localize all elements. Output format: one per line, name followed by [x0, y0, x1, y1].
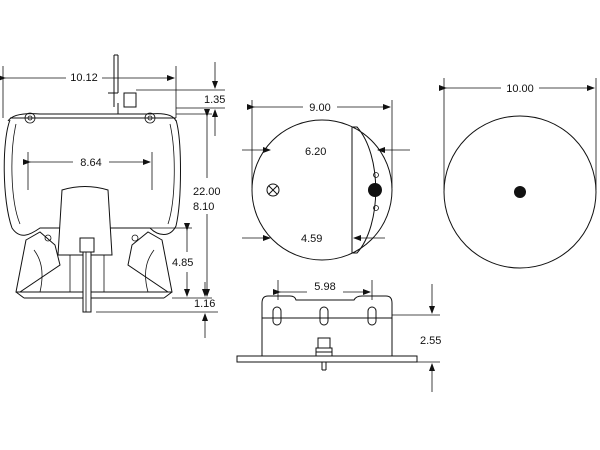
- side-top-stud: [123, 92, 137, 108]
- bracket-slot-center: [319, 306, 329, 326]
- dim-inner-width: 8.64: [80, 157, 101, 169]
- dim-stud-length: 1.16: [194, 298, 215, 310]
- bracket-slot-right: [367, 306, 377, 326]
- bracket-view: 5.98 2.55: [236, 279, 441, 392]
- bottom-stud-dot: [514, 186, 526, 198]
- top-stud-dot: [368, 183, 382, 197]
- dim-bracket-height: 2.55: [420, 335, 441, 347]
- dim-bottom-diameter: 10.00: [506, 83, 534, 95]
- side-bottom-stud: [79, 237, 95, 253]
- side-dimensions: 10.12 1.35 8.64 22.00 8.10 4.85 1.16: [0, 62, 225, 338]
- dim-min-height: 8.10: [193, 201, 214, 213]
- dim-bracket-width: 5.98: [314, 281, 335, 293]
- bottom-plate-view: 10.00: [439, 78, 597, 269]
- side-piston: [57, 186, 113, 256]
- dim-piston-height: 4.85: [172, 257, 193, 269]
- bracket-stud: [317, 337, 331, 349]
- dim-stud-offset-right: 6.20: [305, 146, 326, 158]
- side-piston-base: [15, 231, 61, 293]
- side-view: [3, 54, 181, 313]
- bracket-slot-left: [272, 306, 282, 326]
- bottom-plate-circle: [443, 115, 597, 269]
- dim-stud-offset-left: 4.59: [301, 233, 322, 245]
- dim-overall-width: 10.12: [70, 72, 98, 84]
- dim-plate-offset: 1.35: [204, 94, 225, 106]
- side-top-plate: [7, 113, 177, 122]
- bracket-base: [236, 355, 418, 363]
- top-plate-circle: [251, 119, 393, 261]
- air-fitting-symbol: [266, 183, 280, 197]
- dim-max-height: 22.00: [193, 186, 221, 198]
- dim-top-diameter: 9.00: [309, 102, 330, 114]
- top-plate-view: 9.00 6.20 4.59: [242, 99, 410, 261]
- bracket-body: [261, 295, 393, 356]
